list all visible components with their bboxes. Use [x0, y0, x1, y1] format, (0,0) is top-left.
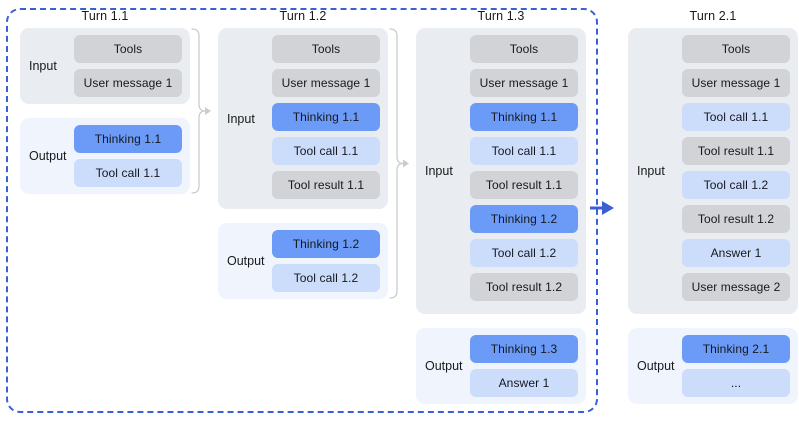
turn-transition-arrow: [590, 199, 618, 217]
chip-input-2-3: Thinking 1.1: [272, 103, 380, 131]
chip-input-3-5: Tool result 1.1: [470, 171, 578, 199]
panel-label-input-4: Input: [637, 164, 665, 178]
chip-input-3-4: Tool call 1.1: [470, 137, 578, 165]
chip-input-4-6: Tool result 1.2: [682, 205, 790, 233]
panel-output-4: Output Thinking 2.1...: [628, 328, 798, 404]
chip-input-1-1: Tools: [74, 35, 182, 63]
panel-label-input-2: Input: [227, 111, 255, 126]
chip-output-2-2: Tool call 1.2: [272, 264, 380, 292]
bracket-1: [191, 28, 211, 194]
panel-label-input-1: Input: [29, 59, 57, 73]
turn-title-2: Turn 1.2: [279, 9, 327, 23]
chip-output-1-2: Tool call 1.1: [74, 159, 182, 187]
turn-title-4: Turn 2.1: [689, 9, 737, 23]
chip-input-3-6: Thinking 1.2: [470, 205, 578, 233]
panel-label-input-3: Input: [425, 164, 453, 178]
chip-output-4-1: Thinking 2.1: [682, 335, 790, 363]
turn-title-3: Turn 1.3: [477, 9, 525, 23]
chip-input-3-3: Thinking 1.1: [470, 103, 578, 131]
chip-input-2-1: Tools: [272, 35, 380, 63]
chip-input-2-5: Tool result 1.1: [272, 171, 380, 199]
chip-output-4-2: ...: [682, 369, 790, 397]
chip-input-4-3: Tool call 1.1: [682, 103, 790, 131]
bracket-2: [389, 28, 409, 299]
chip-input-4-7: Answer 1: [682, 239, 790, 267]
chip-input-4-4: Tool result 1.1: [682, 137, 790, 165]
chip-output-3-2: Answer 1: [470, 369, 578, 397]
panel-label-output-4: Output: [637, 359, 675, 373]
panel-label-output-1: Output: [29, 149, 67, 163]
chip-input-4-5: Tool call 1.2: [682, 171, 790, 199]
chip-input-2-2: User message 1: [272, 69, 380, 97]
chip-input-1-2: User message 1: [74, 69, 182, 97]
chip-input-4-1: Tools: [682, 35, 790, 63]
chip-output-2-1: Thinking 1.2: [272, 230, 380, 258]
chip-input-2-4: Tool call 1.1: [272, 137, 380, 165]
panel-label-output-2: Output: [227, 254, 265, 268]
chip-input-3-1: Tools: [470, 35, 578, 63]
panel-label-output-3: Output: [425, 359, 463, 373]
chip-input-4-2: User message 1: [682, 69, 790, 97]
chip-output-3-1: Thinking 1.3: [470, 335, 578, 363]
chip-output-1-1: Thinking 1.1: [74, 125, 182, 153]
chip-input-3-8: Tool result 1.2: [470, 273, 578, 301]
chip-input-3-2: User message 1: [470, 69, 578, 97]
chip-input-4-8: User message 2: [682, 273, 790, 301]
chip-input-3-7: Tool call 1.2: [470, 239, 578, 267]
turn-title-1: Turn 1.1: [81, 9, 129, 23]
